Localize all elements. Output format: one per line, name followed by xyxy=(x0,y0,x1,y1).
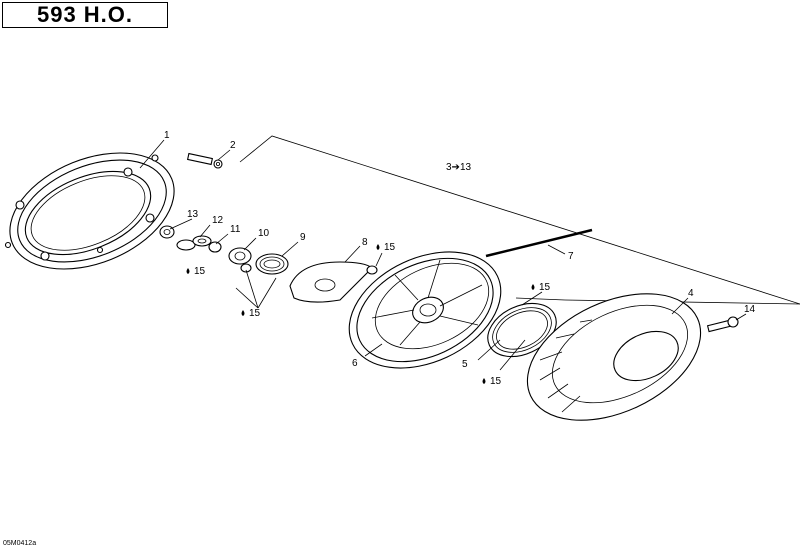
callout-2: 2 xyxy=(230,140,236,151)
svg-text:15: 15 xyxy=(539,282,551,293)
plate-part xyxy=(289,261,378,303)
callout-1: 1 xyxy=(164,130,170,141)
drop-icon xyxy=(376,244,380,250)
reference-code: 05M0412a xyxy=(3,540,37,547)
callout-5: 5 xyxy=(462,359,468,370)
callout-11: 11 xyxy=(230,224,241,235)
svg-text:15: 15 xyxy=(384,242,396,253)
lubricant-marker: 15 xyxy=(241,308,261,319)
drop-icon xyxy=(241,310,245,316)
pulley-part xyxy=(348,251,502,369)
callout-12: 12 xyxy=(212,215,224,226)
lubricant-markers: 15 15 15 15 15 xyxy=(186,242,551,387)
starter-housing xyxy=(4,152,175,270)
lubricant-marker: 15 xyxy=(531,282,551,293)
callout-7: 7 xyxy=(568,251,574,262)
recoil-spring-part xyxy=(487,302,557,358)
svg-text:15: 15 xyxy=(490,376,502,387)
model-title: 593 H.O. xyxy=(2,2,168,28)
callout-6: 6 xyxy=(352,358,358,369)
callout-3-13: 3➔13 xyxy=(446,162,472,173)
svg-text:15: 15 xyxy=(194,266,206,277)
drop-icon xyxy=(482,378,486,384)
callout-labels: 1 2 3➔13 4 5 6 7 8 9 10 11 12 13 14 xyxy=(164,130,756,370)
callout-4: 4 xyxy=(688,288,694,299)
lubricant-marker: 15 xyxy=(482,376,502,387)
rope-part xyxy=(485,228,593,258)
callout-10: 10 xyxy=(258,228,270,239)
callout-14: 14 xyxy=(744,304,756,315)
callout-8: 8 xyxy=(362,237,368,248)
callout-9: 9 xyxy=(300,232,306,243)
svg-text:15: 15 xyxy=(249,308,261,319)
spring-part xyxy=(255,253,289,275)
callout-13: 13 xyxy=(187,209,199,220)
drop-icon xyxy=(186,268,190,274)
lubricant-marker: 15 xyxy=(376,242,396,253)
screw-part xyxy=(186,152,223,169)
drop-icon xyxy=(531,284,535,290)
lubricant-marker: 15 xyxy=(186,266,206,277)
cover-part xyxy=(526,293,702,421)
bolt-part xyxy=(706,316,739,333)
leader-lines xyxy=(139,139,747,371)
